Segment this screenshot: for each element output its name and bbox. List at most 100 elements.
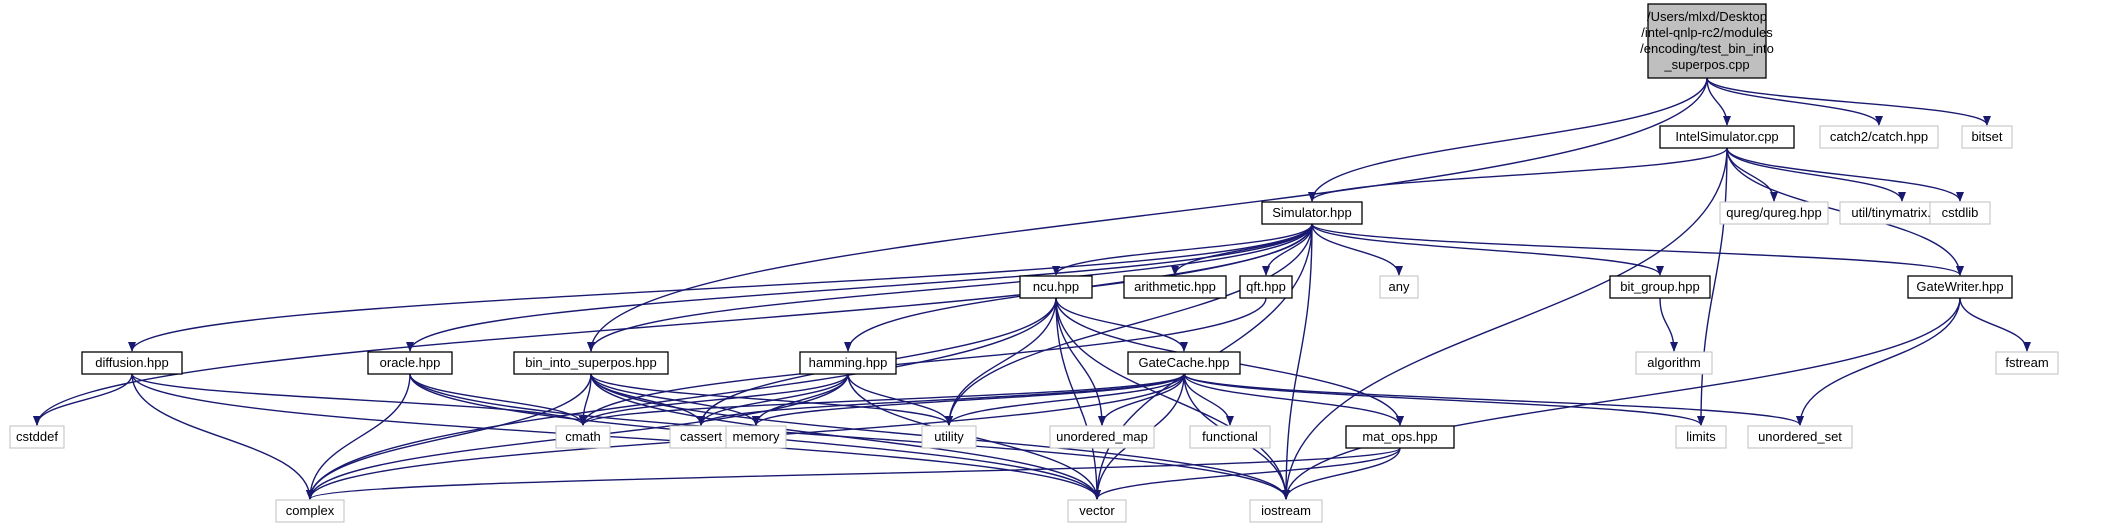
edge-ncu-to-complex (306, 297, 1057, 500)
edge-gatecache-to-functional (1183, 373, 1234, 426)
edge-gatecache-to-limits (1183, 373, 1705, 426)
node-label-cmath: cmath (565, 429, 600, 444)
node-label-qureg: qureg/qureg.hpp (1726, 205, 1821, 220)
node-box-qft (1239, 275, 1293, 299)
edge-ncu-to-umap (1055, 297, 1106, 426)
node-cassert: cassert (669, 425, 733, 449)
edge-simulator-to-utility (945, 223, 1313, 426)
node-label-root: /intel-qnlp-rc2/modules (1641, 25, 1773, 40)
node-gatewriter[interactable]: GateWriter.hpp (1907, 275, 2013, 299)
edge-diffusion-to-complex (131, 373, 314, 500)
node-box-gatewriter (1907, 275, 2013, 299)
edge-root-to-intelsim (1706, 77, 1731, 126)
edge-binsup-to-vector (590, 373, 1101, 500)
node-box-limits (1675, 425, 1727, 449)
edge-binsup-to-complex (306, 373, 592, 500)
node-label-functional: functional (1202, 429, 1258, 444)
node-qft[interactable]: qft.hpp (1239, 275, 1293, 299)
node-diffusion[interactable]: diffusion.hpp (81, 351, 183, 375)
edge-matops-to-complex (306, 447, 1401, 500)
node-label-hamming: hamming.hpp (809, 355, 888, 370)
node-label-root: /encoding/test_bin_into (1640, 41, 1774, 56)
node-label-root: _superpos.cpp (1663, 57, 1749, 72)
node-label-arith: arithmetic.hpp (1134, 279, 1216, 294)
node-utility: utility (921, 425, 977, 449)
edge-intelsim-to-iostream (1282, 147, 1728, 500)
edge-hamming-to-cassert (697, 373, 849, 426)
node-gatecache[interactable]: GateCache.hpp (1127, 351, 1241, 375)
node-label-vector: vector (1079, 503, 1115, 518)
node-matops[interactable]: mat_ops.hpp (1345, 425, 1455, 449)
node-box-algorithm (1635, 351, 1713, 375)
node-root[interactable]: /Users/mlxd/Desktop/intel-qnlp-rc2/modul… (1640, 3, 1774, 79)
node-label-bitgroup: bit_group.hpp (1620, 279, 1700, 294)
node-box-bitset (1961, 125, 2013, 149)
node-label-cstddef: cstddef (16, 429, 58, 444)
node-binsup[interactable]: bin_into_superpos.hpp (513, 351, 669, 375)
edge-diffusion-to-cstddef (33, 373, 133, 426)
node-label-algorithm: algorithm (1647, 355, 1700, 370)
node-cstddef: cstddef (9, 425, 65, 449)
edge-gatecache-to-cmath (579, 373, 1185, 426)
node-bitgroup[interactable]: bit_group.hpp (1609, 275, 1711, 299)
edge-intelsim-to-tinymatrix (1726, 147, 1906, 202)
edge-intelsim-to-cstdlib (1726, 147, 1964, 202)
edge-simulator-to-ncu (1052, 223, 1313, 276)
node-cstdlib: cstdlib (1929, 201, 1991, 225)
node-ncu[interactable]: ncu.hpp (1019, 275, 1093, 299)
node-label-limits: limits (1686, 429, 1716, 444)
edge-oracle-to-complex (306, 373, 411, 500)
edge-simulator-to-diffusion (128, 223, 1313, 352)
node-bitset: bitset (1961, 125, 2013, 149)
edge-matops-to-vector (1093, 447, 1401, 500)
node-oracle[interactable]: oracle.hpp (367, 351, 453, 375)
node-label-utility: utility (934, 429, 964, 444)
edge-gatewriter-to-iostream (1282, 297, 1961, 500)
edge-root-to-bitset (1706, 77, 1991, 126)
node-label-root: /Users/mlxd/Desktop (1647, 9, 1767, 24)
node-label-diffusion: diffusion.hpp (95, 355, 169, 370)
node-box-catch (1819, 125, 1939, 149)
node-label-ncu: ncu.hpp (1033, 279, 1079, 294)
node-box-intelsim (1659, 125, 1795, 149)
node-label-qft: qft.hpp (1246, 279, 1286, 294)
node-box-cstdlib (1929, 201, 1991, 225)
node-label-oracle: oracle.hpp (380, 355, 441, 370)
node-hamming[interactable]: hamming.hpp (799, 351, 897, 375)
node-fstream: fstream (1995, 351, 2059, 375)
edge-gatecache-to-memory (752, 373, 1185, 426)
edge-intelsim-to-limits (1697, 147, 1728, 426)
node-label-catch: catch2/catch.hpp (1830, 129, 1928, 144)
node-box-cmath (555, 425, 611, 449)
node-label-gatecache: GateCache.hpp (1138, 355, 1229, 370)
node-label-binsup: bin_into_superpos.hpp (525, 355, 657, 370)
edge-ncu-to-utility (945, 297, 1057, 426)
edge-root-to-simulator (1308, 77, 1708, 202)
edge-simulator-to-any (1311, 223, 1403, 276)
edge-simulator-to-arith (1171, 223, 1313, 276)
node-intelsim[interactable]: IntelSimulator.cpp (1659, 125, 1795, 149)
dependency-edges (33, 77, 2031, 500)
node-simulator[interactable]: Simulator.hpp (1261, 201, 1363, 225)
node-any: any (1379, 275, 1419, 299)
node-label-matops: mat_ops.hpp (1362, 429, 1437, 444)
node-label-memory: memory (733, 429, 780, 444)
node-box-arith (1123, 275, 1227, 299)
edge-gatecache-to-umap (1098, 373, 1185, 426)
node-box-utility (921, 425, 977, 449)
edge-root-to-binsup (587, 77, 1708, 352)
node-label-intelsim: IntelSimulator.cpp (1675, 129, 1778, 144)
node-algorithm: algorithm (1635, 351, 1713, 375)
node-label-iostream: iostream (1261, 503, 1311, 518)
node-cmath: cmath (555, 425, 611, 449)
edge-ncu-to-iostream (1055, 297, 1290, 500)
node-arith[interactable]: arithmetic.hpp (1123, 275, 1227, 299)
edge-diffusion-to-vector (131, 373, 1101, 500)
node-vector: vector (1067, 499, 1127, 523)
edge-bitgroup-to-algorithm (1659, 297, 1678, 352)
edge-binsup-to-utility (590, 373, 953, 426)
node-uset: unordered_set (1747, 425, 1853, 449)
edge-gatecache-to-uset (1183, 373, 1804, 426)
node-label-umap: unordered_map (1056, 429, 1148, 444)
